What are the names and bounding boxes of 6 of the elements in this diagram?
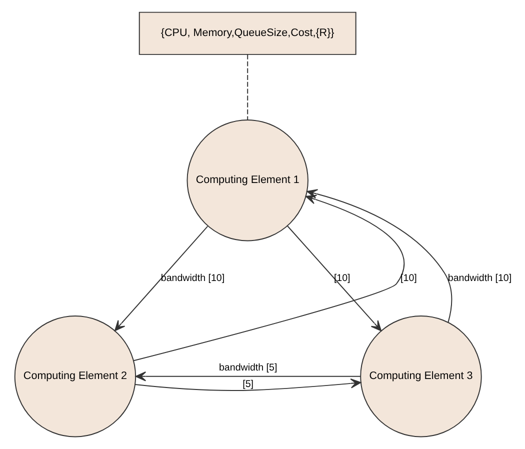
edge-label: [5] (242, 379, 254, 390)
edge-label: [10] (333, 272, 350, 284)
edge-label: bandwidth [10] (160, 272, 224, 284)
edge-label: bandwidth [10] (447, 272, 512, 284)
edge-label: [10] (400, 272, 416, 284)
edge-label: bandwidth [5] (218, 362, 277, 374)
